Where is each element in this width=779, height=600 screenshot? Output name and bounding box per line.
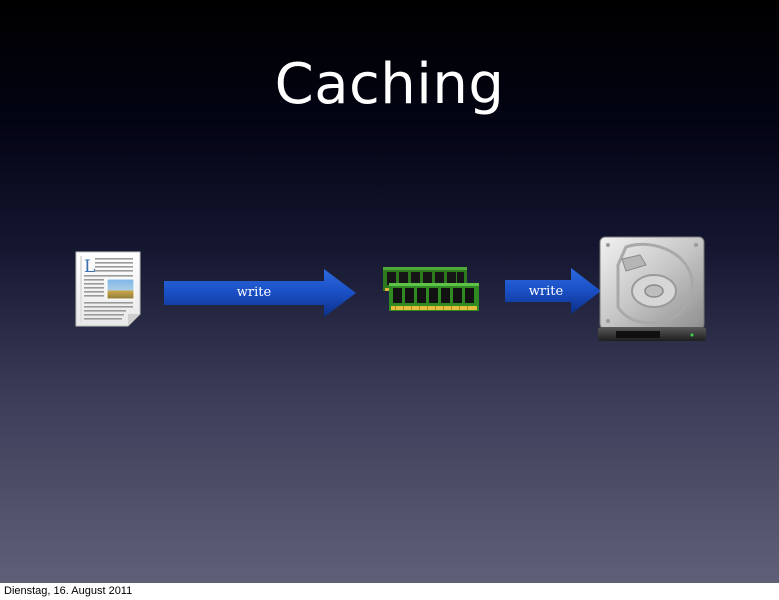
write-label-2: write bbox=[528, 284, 564, 299]
footer-date: Dienstag, 16. August 2011 bbox=[0, 583, 779, 600]
svg-text:L: L bbox=[84, 257, 95, 277]
write-label-1: write bbox=[236, 285, 272, 300]
hard-disk-icon bbox=[598, 236, 706, 341]
ram-memory-icon bbox=[383, 267, 479, 311]
write-arrow-2 bbox=[505, 268, 601, 314]
write-arrow-1 bbox=[164, 269, 356, 317]
slide-title: Caching bbox=[274, 52, 505, 117]
document-icon: L bbox=[75, 251, 141, 327]
slide-background: Caching L bbox=[0, 0, 779, 583]
